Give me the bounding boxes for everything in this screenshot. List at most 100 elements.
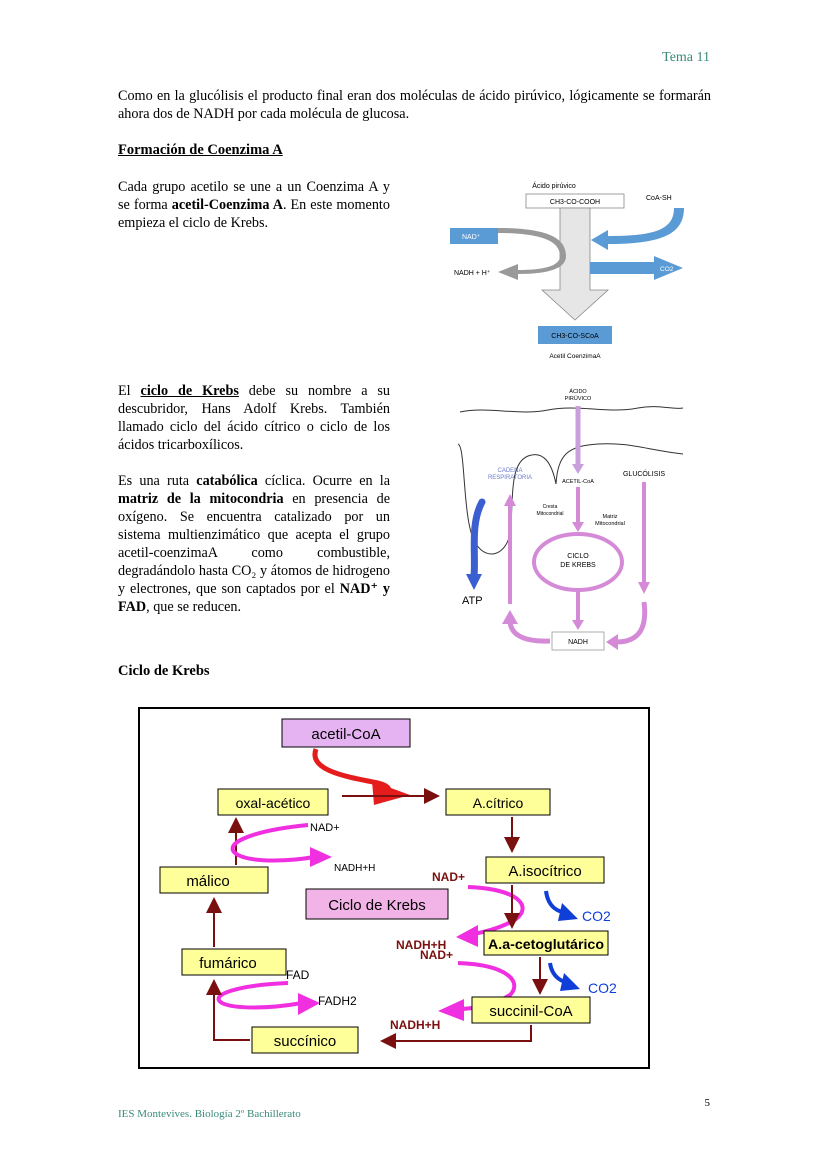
fig2-right-curve-arrow xyxy=(615,601,648,645)
krebs-co2b-label: CO2 xyxy=(588,980,617,996)
krebs-isocitrico-box xyxy=(485,856,605,884)
footer-school: IES Montevives. Biología 2º Bachillerato xyxy=(118,1108,301,1120)
fig2-right-curve-arrowhead xyxy=(606,634,618,650)
krebs-ceto-label: A.a-cetoglutárico xyxy=(488,936,604,952)
fig1-co2-label: CO2 xyxy=(660,266,674,273)
krebs-fumarico-box xyxy=(181,948,287,976)
catabolica-term: catabólica xyxy=(196,473,258,489)
text: en presencia de oxígeno. Se encuentra ca… xyxy=(118,491,390,597)
fig2-pyruvate-arrowhead xyxy=(572,464,584,474)
fig1-coa-label: CoA-SH xyxy=(646,195,672,202)
krebs-nad1-arc-head xyxy=(310,847,332,867)
fig1-main-arrow xyxy=(540,207,610,321)
krebs-nad3-arc-head xyxy=(438,999,464,1021)
krebs-malico-box xyxy=(159,866,269,894)
intro-paragraph: Como en la glucólisis el producto final … xyxy=(118,88,711,122)
text: , que se reducen. xyxy=(146,599,242,615)
krebs-ceto-box xyxy=(483,930,609,956)
fig2-atp-arrowhead xyxy=(466,574,482,590)
fig2-cadena-label: CADENA xyxy=(497,468,522,474)
krebs-succinico-fumarico-arrow xyxy=(206,979,250,1041)
krebs-fumarico-label: fumárico xyxy=(199,955,257,972)
text: . En este momento empieza el ciclo de Kr… xyxy=(118,197,390,231)
krebs-succinil-succinico-arrow xyxy=(380,1025,532,1049)
krebs-nad2-label: NAD+ xyxy=(432,870,465,884)
nad-fad-term: NAD⁺ y FAD xyxy=(118,581,390,615)
krebs-cycle-diagram: acetil-CoA oxal-acético A.cítrico A.isoc… xyxy=(138,707,650,1069)
krebs-fadh2-label: FADH2 xyxy=(318,994,357,1008)
krebs-fad-label: FAD xyxy=(286,968,310,982)
text: Cada grupo acetilo se une a un Coenzima … xyxy=(118,179,390,213)
krebs-co2a-arrowhead xyxy=(558,903,578,921)
krebs-nadh3-label: NADH+H xyxy=(390,1018,440,1032)
fig1-nad-box xyxy=(450,228,498,244)
krebs-description-paragraph: Es una ruta catabólica cíclica. Ocurre e… xyxy=(118,472,390,616)
krebs-oxal-box xyxy=(217,788,329,816)
krebs-citrico-box xyxy=(445,788,551,816)
fig1-title: Ácido pirúvico xyxy=(532,181,576,190)
krebs-acetil-curve-head xyxy=(372,781,410,805)
fig2-acetil-arrowhead xyxy=(572,522,584,532)
fig2-matriz-label: Matriz xyxy=(603,514,618,520)
section-heading-coenzima: Formación de Coenzima A xyxy=(118,142,283,158)
krebs-isocitrico-label: A.isocítrico xyxy=(508,863,581,880)
krebs-nad3-label: NAD+ xyxy=(420,948,453,962)
fig2-cycle-nadh-arrowhead xyxy=(572,620,584,630)
krebs-malico-label: málico xyxy=(186,873,229,890)
fig1-co2-arrow xyxy=(590,256,683,280)
fig2-nadh-box xyxy=(551,631,605,651)
fig1-coa-arrow xyxy=(591,208,684,250)
fig2-piruvico-label: PIRÚVICO xyxy=(565,395,592,402)
coenzima-paragraph: Cada grupo acetilo se une a un Coenzima … xyxy=(118,178,390,232)
krebs-nadh1-label: NADH+H xyxy=(334,863,375,874)
fig1-nad-curve xyxy=(498,228,566,280)
krebs-nad1-arc xyxy=(230,823,315,863)
krebs-oxal-label: oxal-acético xyxy=(236,795,311,811)
fig1-bottom-box-label: CH3-CO-SCoA xyxy=(551,333,599,340)
text: El xyxy=(118,383,141,399)
page-header-topic: Tema 11 xyxy=(662,50,710,65)
fig2-dekrebs-label: DE KREBS xyxy=(560,562,596,569)
text: Es una ruta xyxy=(118,473,197,489)
krebs-term: ciclo de Krebs xyxy=(140,383,239,399)
krebs-nadh2-label: NADH+H xyxy=(396,938,446,952)
fig2-left-curve-arrowhead xyxy=(502,610,518,624)
fig2-respiratoria-label: RESPIRATORIA xyxy=(488,475,532,481)
fig1-nad-label: NAD⁺ xyxy=(462,233,481,241)
fig1-top-box-label: CH3-CO-COOH xyxy=(550,199,600,206)
fig1-nadh-label: NADH + H⁺ xyxy=(454,269,491,277)
krebs-succinil-label: succinil-CoA xyxy=(489,1003,572,1020)
fig2-outer-membrane xyxy=(459,406,684,413)
krebs-intro-paragraph: El ciclo de Krebs debe su nombre a su de… xyxy=(118,382,390,454)
mitochondria-diagram: ÁCIDO PIRÚVICO ACETIL-CoA CADENA RESPIRA… xyxy=(457,388,684,651)
fig2-cresta-label-2: Mitocondrial xyxy=(537,511,564,517)
page-number: 5 xyxy=(704,1097,711,1109)
fig2-atp-label: ATP xyxy=(462,595,483,607)
fig2-cresta-label: Cresta xyxy=(543,504,558,510)
krebs-fad-arc xyxy=(216,981,303,1010)
krebs-nad2-arc-head xyxy=(456,925,478,947)
matriz-term: matriz de la mitocondria xyxy=(118,491,284,507)
fig1-caption: Acetil CoenzimaA xyxy=(549,353,601,360)
krebs-acetil-box xyxy=(281,718,411,748)
fig2-matriz-label-2: Mitocondrial xyxy=(595,521,625,527)
section-heading-krebs: Ciclo de Krebs xyxy=(118,663,210,679)
fig2-acido-label: ÁCIDO xyxy=(569,388,587,395)
krebs-succinico-label: succínico xyxy=(274,1033,337,1050)
fig2-acetil-label: ACETIL-CoA xyxy=(562,479,594,485)
krebs-nad1-label: NAD+ xyxy=(310,822,340,834)
krebs-center-label: Ciclo de Krebs xyxy=(328,897,426,914)
fig2-glucolisis-label: GLUCÓLISIS xyxy=(623,469,665,478)
fig1-bottom-box xyxy=(538,326,612,344)
krebs-succinil-box xyxy=(471,996,591,1024)
fig2-ciclo-label: CICLO xyxy=(567,553,589,560)
krebs-citrico-label: A.cítrico xyxy=(473,795,524,811)
text: cíclica. Ocurre en la xyxy=(257,473,391,489)
krebs-acetil-label: acetil-CoA xyxy=(311,726,380,743)
fig2-atp-arrow xyxy=(470,498,486,580)
fig2-nadh-label: NADH xyxy=(568,639,588,646)
text: debe su nombre a su descubridor, Hans Ad… xyxy=(118,383,390,453)
acetil-coa-term: acetil-Coenzima A xyxy=(171,197,283,213)
krebs-succinico-box xyxy=(251,1026,359,1054)
krebs-co2a-label: CO2 xyxy=(582,908,611,924)
